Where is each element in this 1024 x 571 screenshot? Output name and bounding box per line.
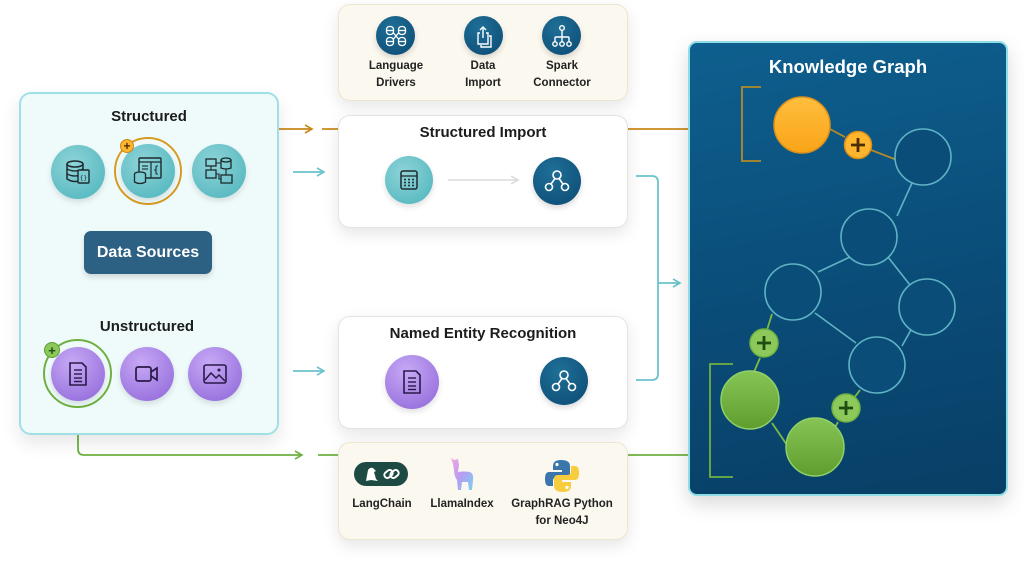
language-drivers-icon[interactable] <box>376 16 415 55</box>
graph-nodes-icon <box>540 357 588 405</box>
graph-node[interactable] <box>898 278 956 336</box>
spark-connector-icon[interactable] <box>542 16 581 55</box>
llamaindex-label: LlamaIndex <box>430 498 494 510</box>
data-import-icon[interactable] <box>464 16 503 55</box>
graph-edge <box>896 182 913 217</box>
graph-node[interactable] <box>848 336 906 394</box>
unstructured-bracket <box>709 363 733 478</box>
langchain-icon[interactable] <box>354 462 408 486</box>
data-sources-button[interactable]: Data Sources <box>84 231 212 274</box>
calculator-grid-icon <box>385 156 433 204</box>
structured-entity-node[interactable] <box>773 96 831 154</box>
selected-ring <box>43 339 112 408</box>
graph-edge <box>753 357 761 373</box>
graph-edge <box>771 422 788 446</box>
graph-edge <box>817 256 851 273</box>
graph-node[interactable] <box>840 208 898 266</box>
graph-edge <box>814 312 857 344</box>
structured-import-title: Structured Import <box>419 124 547 141</box>
add-badge-icon: + <box>120 139 134 153</box>
add-badge-icon: + <box>44 342 60 358</box>
graph-edge <box>766 313 773 331</box>
video-icon[interactable] <box>120 347 174 401</box>
merge-bracket <box>636 175 659 381</box>
python-icon[interactable] <box>543 457 581 495</box>
graph-edge <box>901 327 913 347</box>
svg-text:{}: {} <box>80 175 87 182</box>
graph-edge <box>870 149 898 161</box>
graph-edge <box>887 256 911 286</box>
langchain-label: LangChain <box>352 498 412 510</box>
frameworks-card <box>338 442 628 540</box>
document-icon <box>385 355 439 409</box>
structured-bracket <box>741 86 761 162</box>
selected-ring <box>114 137 182 205</box>
structured-label: Structured <box>111 108 187 125</box>
database-schema-icon[interactable] <box>121 144 175 198</box>
knowledge-graph-title: Knowledge Graph <box>768 56 928 77</box>
unstructured-flow-line <box>77 405 304 460</box>
unstructured-entity-node[interactable] <box>720 370 780 430</box>
document-icon[interactable] <box>51 347 105 401</box>
unstructured-entity-node[interactable] <box>785 417 845 477</box>
graph-node[interactable] <box>894 128 952 186</box>
unstructured-label: Unstructured <box>99 318 195 335</box>
graph-node[interactable] <box>764 263 822 321</box>
database-json-icon[interactable]: {} <box>51 145 105 199</box>
image-icon[interactable] <box>188 347 242 401</box>
relational-tables-icon[interactable] <box>192 144 246 198</box>
ner-title: Named Entity Recognition <box>389 325 577 342</box>
graph-nodes-icon <box>533 157 581 205</box>
llamaindex-icon[interactable] <box>446 456 478 492</box>
